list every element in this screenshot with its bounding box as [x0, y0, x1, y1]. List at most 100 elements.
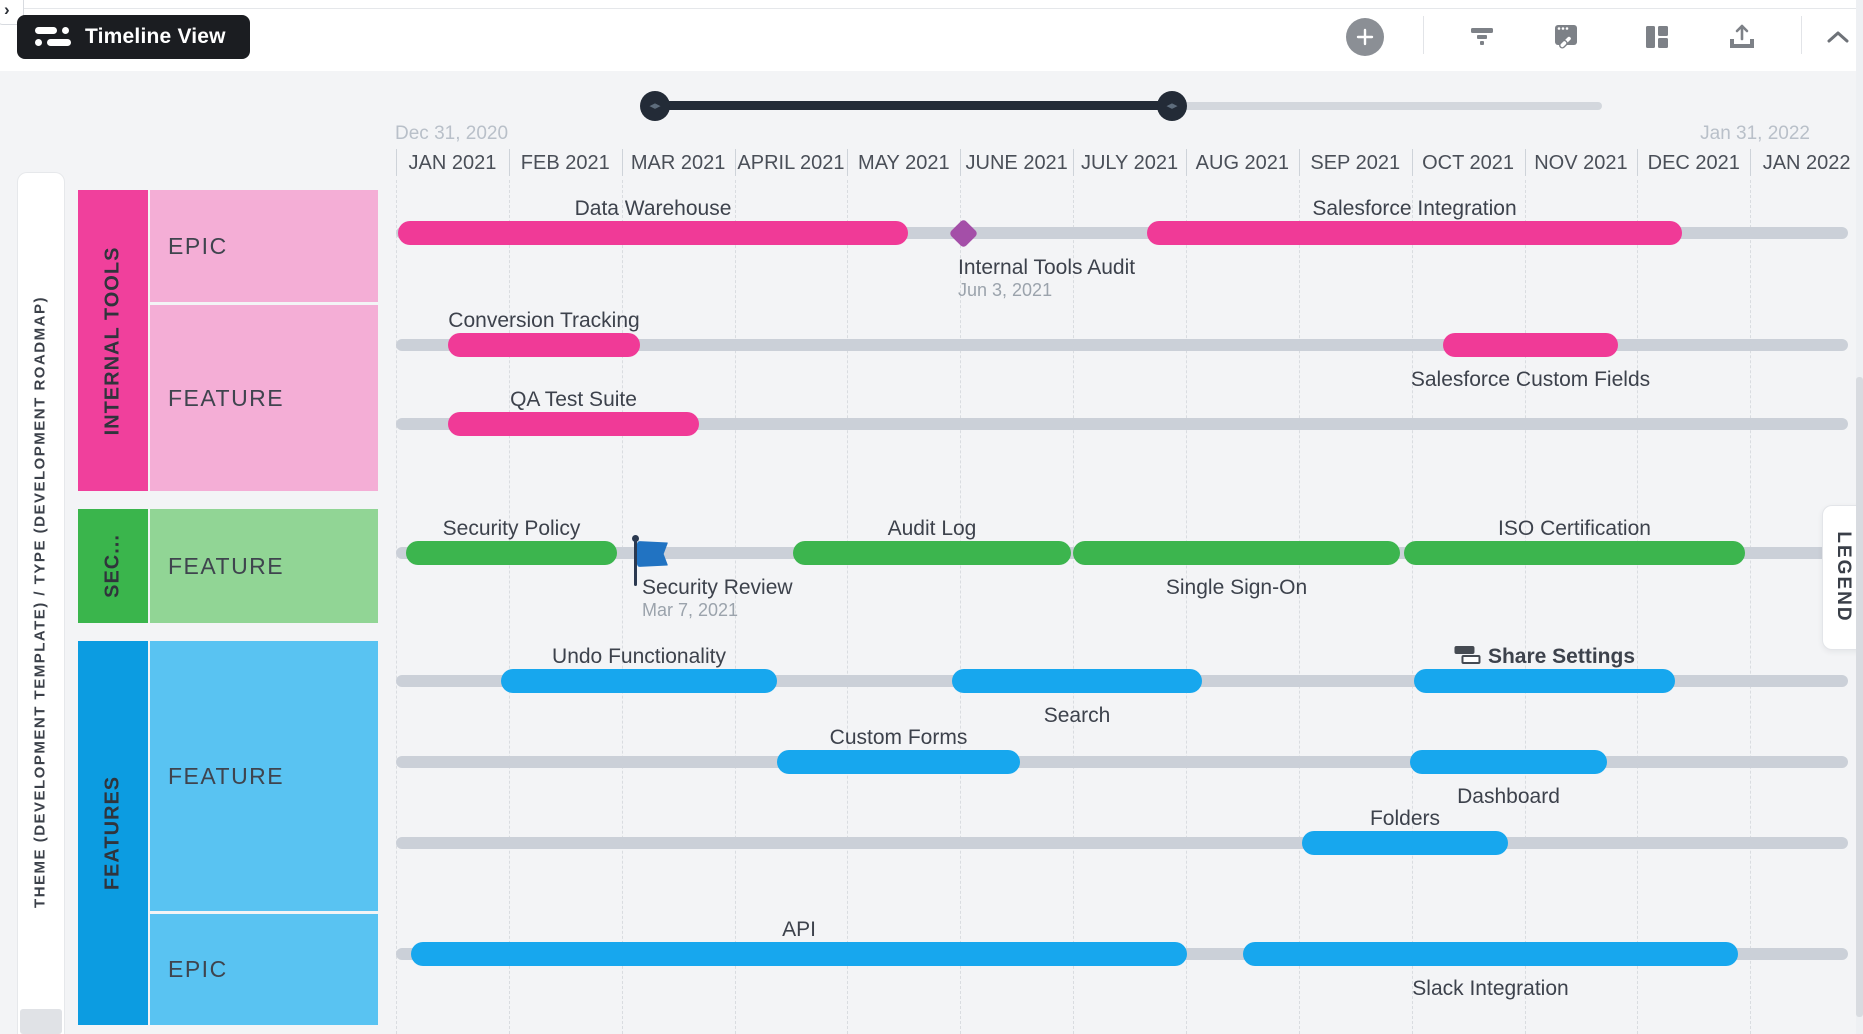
timeline-bar[interactable]	[411, 942, 1187, 966]
timeline-bar[interactable]	[777, 750, 1020, 774]
filter-button[interactable]	[1462, 17, 1502, 57]
toolbar-separator	[1801, 16, 1802, 54]
timeline-bar[interactable]	[952, 669, 1202, 693]
slider-handle-right[interactable]: ◂▸	[1157, 91, 1187, 121]
timeline-bar[interactable]	[448, 412, 699, 436]
timeline-bar[interactable]	[448, 333, 640, 357]
month-gridline	[1637, 180, 1639, 1034]
bar-label: Folders	[1369, 807, 1441, 830]
collapse-chevron-up-icon	[1827, 31, 1849, 43]
share-settings-icon	[1453, 646, 1480, 664]
month-header-sep-2021: SEP 2021	[1310, 151, 1401, 174]
bar-label: API	[782, 918, 816, 941]
slider-handle-left[interactable]: ◂▸	[640, 91, 670, 121]
timeline-view-button[interactable]: Timeline View	[17, 15, 250, 59]
bar-label: Salesforce Custom Fields	[1410, 368, 1651, 391]
month-tick	[847, 149, 849, 176]
swimlane-row-label: FEATURE	[168, 384, 285, 411]
bar-label: Undo Functionality	[552, 645, 726, 668]
plus-icon	[1356, 28, 1374, 46]
integrations-button[interactable]	[1548, 17, 1588, 57]
bar-label: Slack Integration	[1412, 977, 1569, 1000]
bar-label: Search	[1043, 704, 1111, 727]
month-tick	[1411, 149, 1413, 176]
swimlane-theme-strip: FEATURES	[78, 641, 148, 1025]
timeline-bar[interactable]	[1443, 333, 1618, 357]
swimlane-row-feature: FEATURE	[150, 641, 378, 911]
timeline-bar[interactable]	[1302, 831, 1508, 855]
milestone-label: Internal Tools Audit	[958, 256, 1136, 279]
timeline-bar[interactable]	[398, 221, 908, 245]
bar-label: QA Test Suite	[510, 388, 637, 411]
bar-label: ISO Certification	[1498, 517, 1651, 540]
milestone-diamond-icon[interactable]	[948, 218, 979, 249]
month-tick	[396, 149, 397, 176]
timeline-bar[interactable]	[1243, 942, 1738, 966]
timeline-bar[interactable]	[501, 669, 777, 693]
sidebar-scrollbar[interactable]	[20, 1009, 62, 1034]
month-header-july-2021: JULY 2021	[1080, 151, 1179, 174]
timeline-bar[interactable]	[1073, 541, 1400, 565]
milestone-flag-icon[interactable]	[637, 541, 668, 567]
timeline-bar[interactable]	[1404, 541, 1745, 565]
month-tick	[1524, 149, 1526, 176]
swimlane-theme-label: SEC...	[101, 534, 124, 598]
swimlane-theme-label: INTERNAL TOOLS	[101, 246, 124, 435]
month-header-nov-2021: NOV 2021	[1534, 151, 1628, 174]
timeline-bar[interactable]	[1410, 750, 1607, 774]
timeline-bar[interactable]	[793, 541, 1071, 565]
bar-label: Security Policy	[442, 517, 581, 540]
add-item-button[interactable]	[1346, 18, 1384, 56]
month-gridline	[508, 180, 510, 1034]
range-end-date: Jan 31, 2022	[1700, 123, 1810, 144]
integrations-icon	[1555, 25, 1577, 49]
bar-label: Single Sign-On	[1165, 576, 1308, 599]
collapse-toolbar-button[interactable]	[1818, 17, 1858, 57]
month-header-june-2021: JUNE 2021	[965, 151, 1068, 174]
timeline-bar[interactable]	[406, 541, 617, 565]
timeline-bar[interactable]	[1414, 669, 1675, 693]
export-button[interactable]	[1722, 17, 1762, 57]
month-gridline	[396, 180, 397, 1034]
month-gridline	[847, 180, 849, 1034]
axis-panel	[17, 172, 65, 1034]
legend-label: LEGEND	[1833, 531, 1854, 623]
axis-label: THEME (DEVELOPMENT TEMPLATE) / TYPE (DEV…	[31, 296, 49, 908]
bar-label: Audit Log	[887, 517, 977, 540]
month-header-dec-2021: DEC 2021	[1647, 151, 1740, 174]
milestone-date: Jun 3, 2021	[958, 280, 1053, 300]
toolbar-divider	[0, 8, 1863, 9]
month-gridline	[1411, 180, 1413, 1034]
swimlane-row-label: EPIC	[168, 232, 228, 259]
layout-columns-icon	[1646, 26, 1668, 48]
month-gridline	[1524, 180, 1526, 1034]
month-tick	[1185, 149, 1187, 176]
swimlane-row-epic: EPIC	[150, 190, 378, 302]
month-tick	[734, 149, 736, 176]
slider-track[interactable]	[1172, 102, 1602, 110]
swimlane-row-label: FEATURE	[168, 552, 285, 579]
milestone-flag-cap	[632, 535, 639, 542]
timeline-bar[interactable]	[1147, 221, 1682, 245]
month-header-jan-2022: JAN 2022	[1762, 151, 1851, 174]
bar-label: Data Warehouse	[574, 197, 732, 220]
timeline-track	[396, 418, 1848, 430]
toolbar-separator	[1423, 16, 1424, 54]
slider-selected-range[interactable]	[655, 101, 1172, 110]
month-tick	[508, 149, 510, 176]
timeline-track	[396, 837, 1848, 849]
milestone-date: Mar 7, 2021	[642, 600, 739, 620]
month-header-aug-2021: AUG 2021	[1195, 151, 1290, 174]
month-tick	[960, 149, 962, 176]
vertical-scrollbar-thumb[interactable]	[1856, 377, 1863, 1017]
swimlane-row-epic: EPIC	[150, 914, 378, 1025]
month-gridline	[734, 180, 736, 1034]
layout-button[interactable]	[1637, 17, 1677, 57]
swimlane-row-feature: FEATURE	[150, 509, 378, 623]
swimlane-theme-strip: SEC...	[78, 509, 148, 623]
filter-icon	[1471, 28, 1493, 45]
month-tick	[1073, 149, 1075, 176]
month-tick	[1637, 149, 1639, 176]
bar-label: Conversion Tracking	[448, 309, 640, 332]
month-header-jan-2021: JAN 2021	[408, 151, 497, 174]
